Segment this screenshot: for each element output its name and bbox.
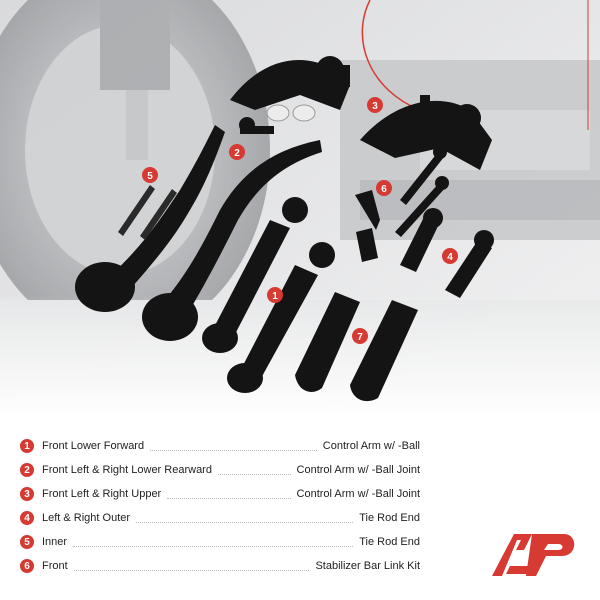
legend-row: 1 Front Lower Forward Control Arm w/ -Ba… [20, 436, 420, 456]
callout-4: 4 [442, 248, 458, 264]
number-badge: 2 [20, 463, 34, 477]
washers [266, 104, 316, 122]
legend-label: Front Lower Forward [42, 440, 145, 452]
legend-description: Tie Rod End [359, 512, 420, 524]
upper-control-arm-right [360, 95, 492, 170]
callout-3: 3 [367, 97, 383, 113]
upper-control-arm-left [230, 56, 350, 110]
outer-tie-rod-ends [400, 208, 494, 298]
callout-1: 1 [267, 287, 283, 303]
svg-text:1: 1 [272, 291, 278, 302]
legend-description: Stabilizer Bar Link Kit [315, 560, 420, 572]
product-photo: 1 2 3 4 5 6 7 [0, 0, 600, 420]
svg-text:5: 5 [147, 171, 153, 182]
leader-dots [73, 538, 354, 547]
legend-description: Tie Rod End [359, 536, 420, 548]
legend-row: 2 Front Left & Right Lower Rearward Cont… [20, 460, 420, 480]
callout-6: 6 [376, 180, 392, 196]
legend-row: 6 Front Stabilizer Bar Link Kit [20, 556, 420, 576]
stabilizer-links [355, 145, 449, 262]
lower-forward-arm-2 [227, 242, 335, 393]
number-badge: 1 [20, 439, 34, 453]
legend-row: 3 Front Left & Right Upper Control Arm w… [20, 484, 420, 504]
legend-label: Front Left & Right Upper [42, 488, 162, 500]
svg-text:6: 6 [381, 184, 387, 195]
legend-label: Front Left & Right Lower Rearward [42, 464, 212, 476]
number-badge: 3 [20, 487, 34, 501]
callout-2: 2 [229, 144, 245, 160]
leader-dots [150, 442, 317, 451]
parts-legend: 1 Front Lower Forward Control Arm w/ -Ba… [0, 428, 600, 600]
leader-dots [136, 514, 354, 523]
callout-7: 7 [352, 328, 368, 344]
number-badge: 4 [20, 511, 34, 525]
callout-5: 5 [142, 167, 158, 183]
svg-text:4: 4 [447, 252, 453, 263]
svg-text:3: 3 [372, 101, 378, 112]
leader-dots [73, 562, 310, 571]
inner-tie-rod-bolts [118, 185, 177, 240]
lower-rearward-arm-2 [142, 117, 322, 341]
number-badge: 6 [20, 559, 34, 573]
legend-label: Front [42, 560, 68, 572]
legend-description: Control Arm w/ -Ball Joint [296, 488, 420, 500]
legend-label: Left & Right Outer [42, 512, 131, 524]
legend-row: 4 Left & Right Outer Tie Rod End [20, 508, 420, 528]
lower-rearward-arm-1 [75, 125, 225, 312]
number-badge: 5 [20, 535, 34, 549]
legend-label: Inner [42, 536, 68, 548]
leader-dots [217, 466, 291, 475]
a-premium-logo-icon [488, 528, 580, 578]
svg-text:2: 2 [234, 148, 240, 159]
lower-forward-arm-1 [202, 197, 308, 353]
legend-description: Control Arm w/ -Ball [322, 440, 420, 452]
leader-dots [167, 490, 291, 499]
legend-description: Control Arm w/ -Ball Joint [296, 464, 420, 476]
svg-text:7: 7 [357, 332, 363, 343]
legend-row: 5 Inner Tie Rod End [20, 532, 420, 552]
rack-boots [295, 292, 418, 402]
